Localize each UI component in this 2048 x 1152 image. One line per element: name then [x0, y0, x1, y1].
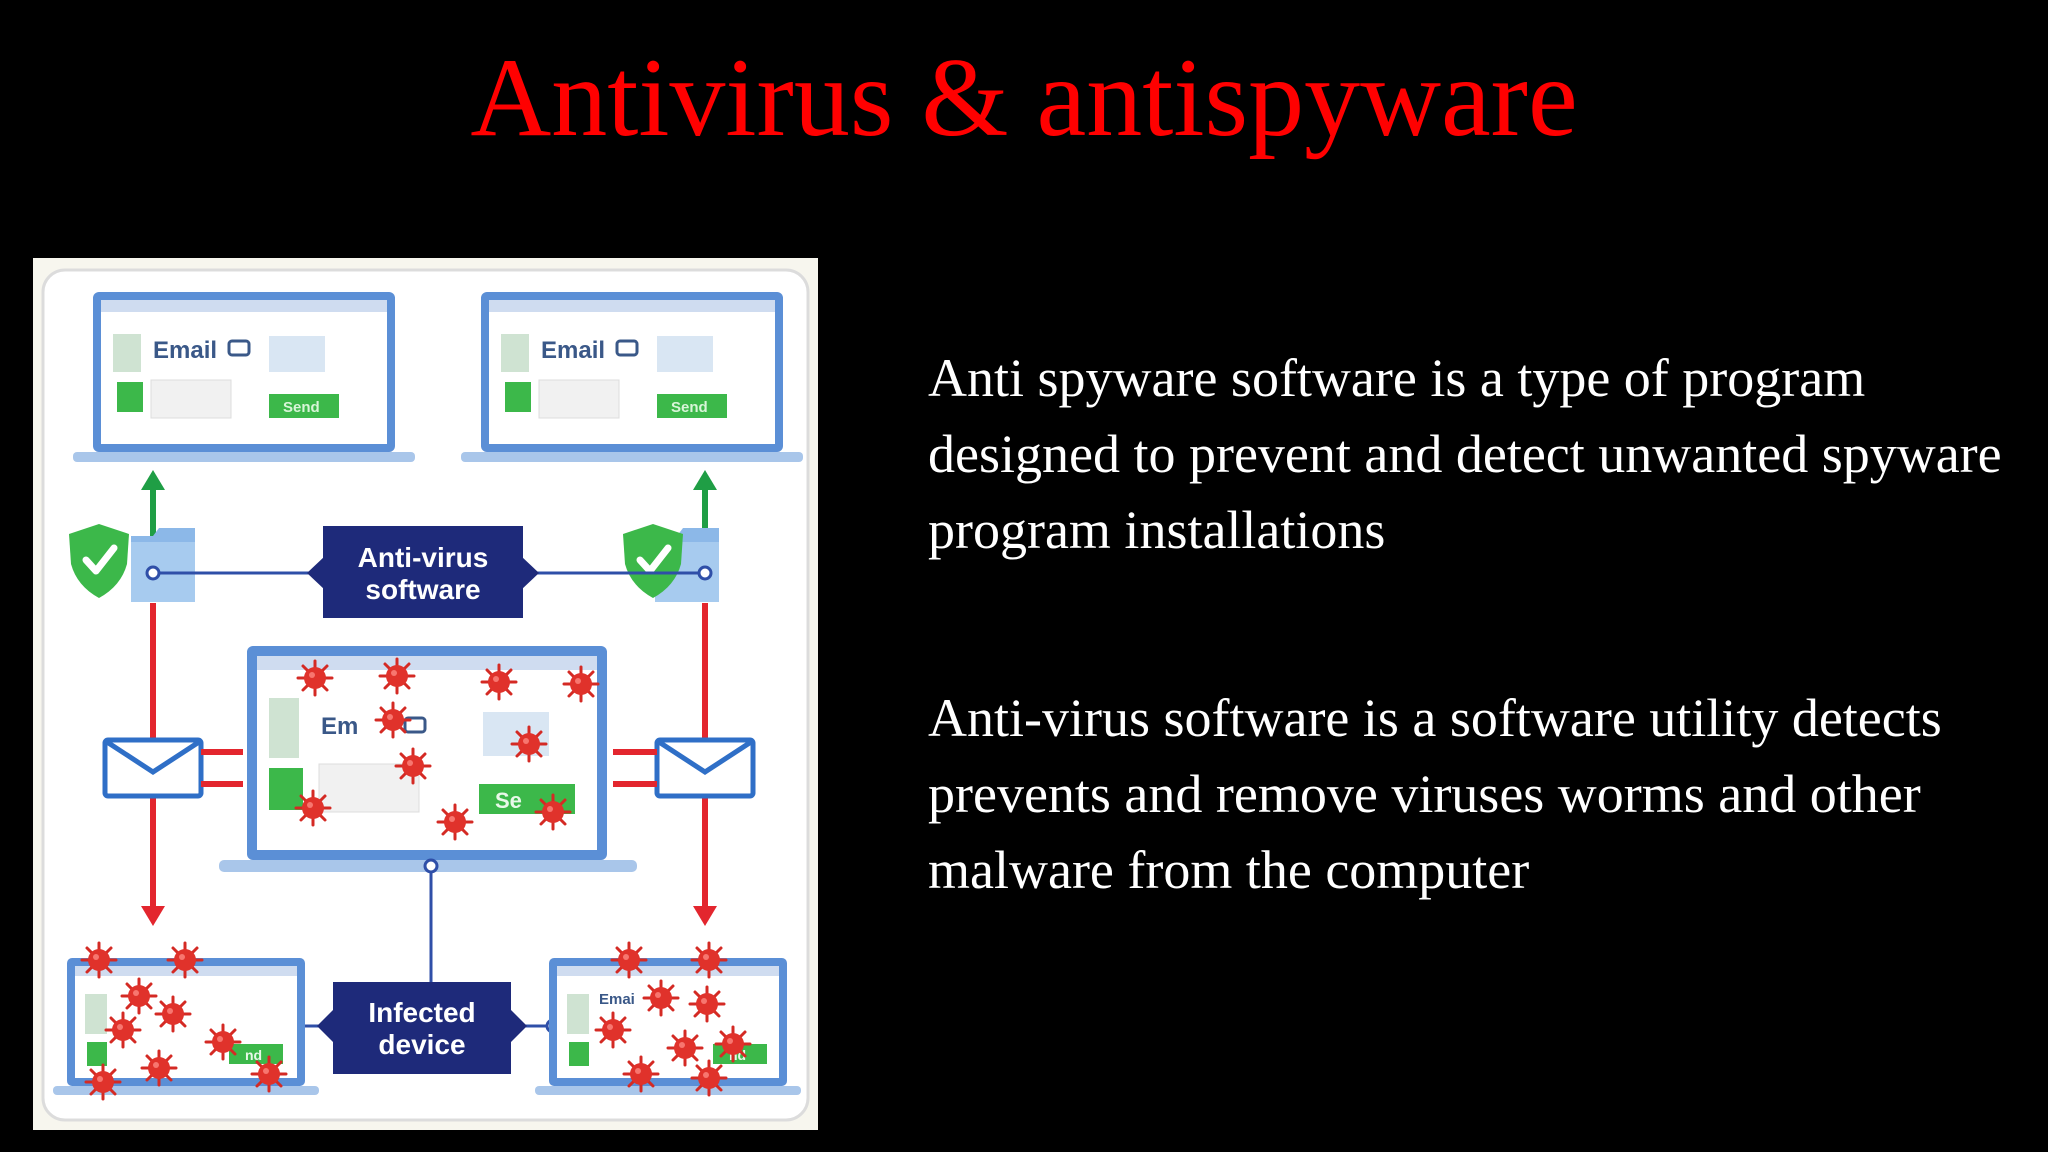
- antivirus-paragraph: Anti-virus software is a software utilit…: [928, 688, 1942, 900]
- green-arrow-left: [141, 470, 165, 538]
- envelope-icon: [105, 740, 201, 796]
- antivirus-label-line1: Anti-virus: [358, 542, 489, 573]
- email-label: Email: [153, 337, 217, 364]
- laptop-bottom-right-infected: Emai nd: [535, 941, 801, 1097]
- email-label-right: Email: [541, 337, 605, 364]
- send-label: Send: [283, 399, 320, 416]
- laptop-top-right: Email Send: [461, 292, 803, 462]
- antispyware-paragraph: Anti spyware software is a type of progr…: [928, 348, 2002, 560]
- center-email-label: Em: [321, 713, 358, 740]
- slide-title: Antivirus & antispyware: [470, 36, 1578, 160]
- red-arrow-right: [693, 906, 717, 926]
- small-send-label: nd: [245, 1047, 262, 1063]
- folder-icon: [131, 528, 195, 602]
- red-arrow-left: [141, 906, 165, 926]
- send-label-right: Send: [671, 399, 708, 416]
- laptop-center-infected: Em Se: [219, 646, 637, 872]
- laptop-top-left: Email Send: [73, 292, 415, 462]
- small-email-label: Emai: [599, 991, 635, 1008]
- center-send-label: Se: [495, 788, 522, 813]
- infected-label-line2: device: [378, 1029, 465, 1060]
- laptop-bottom-left-infected: nd: [53, 941, 319, 1101]
- infected-label-line1: Infected: [368, 997, 475, 1028]
- antivirus-label-box: Anti-virus software: [307, 526, 539, 618]
- antivirus-diagram: Email Send Email Send: [33, 258, 818, 1130]
- antivirus-label-line2: software: [365, 574, 480, 605]
- infected-label-box: Infected device: [317, 982, 527, 1074]
- envelope-icon: [657, 740, 753, 796]
